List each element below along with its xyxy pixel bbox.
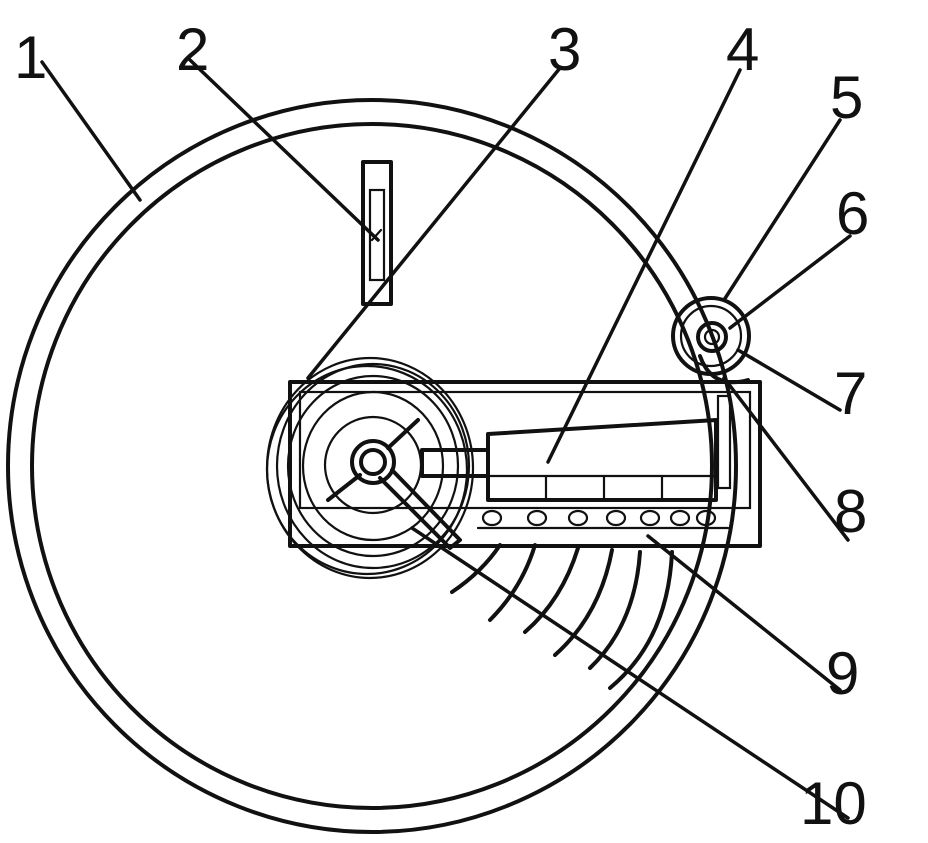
slot-element — [361, 160, 393, 306]
fastener-row — [476, 509, 730, 530]
leader-7 — [736, 348, 842, 412]
callout-6: 6 — [836, 180, 869, 247]
callout-3: 3 — [548, 16, 581, 83]
callout-9: 9 — [826, 640, 859, 707]
leader-lines — [40, 58, 852, 820]
callout-labels: 1 2 3 4 5 6 7 8 9 10 — [14, 16, 869, 837]
leader-9 — [646, 534, 842, 692]
outer-housing-ring — [6, 98, 738, 834]
gear-knob — [671, 296, 751, 385]
callout-8: 8 — [834, 478, 867, 545]
leader-4 — [546, 68, 742, 464]
leader-6 — [728, 234, 852, 330]
leader-8 — [722, 376, 850, 542]
leader-10 — [410, 526, 850, 820]
callout-1: 1 — [14, 24, 47, 91]
callout-7: 7 — [834, 360, 867, 427]
leader-1 — [40, 60, 142, 202]
leader-5 — [722, 118, 842, 302]
control-box — [288, 380, 762, 548]
callout-10: 10 — [800, 770, 867, 837]
leader-2 — [188, 58, 380, 242]
callout-2: 2 — [176, 16, 209, 83]
callout-5: 5 — [830, 64, 863, 131]
leader-3 — [306, 66, 562, 380]
callout-4: 4 — [726, 16, 759, 83]
brush-bristles — [450, 543, 674, 690]
